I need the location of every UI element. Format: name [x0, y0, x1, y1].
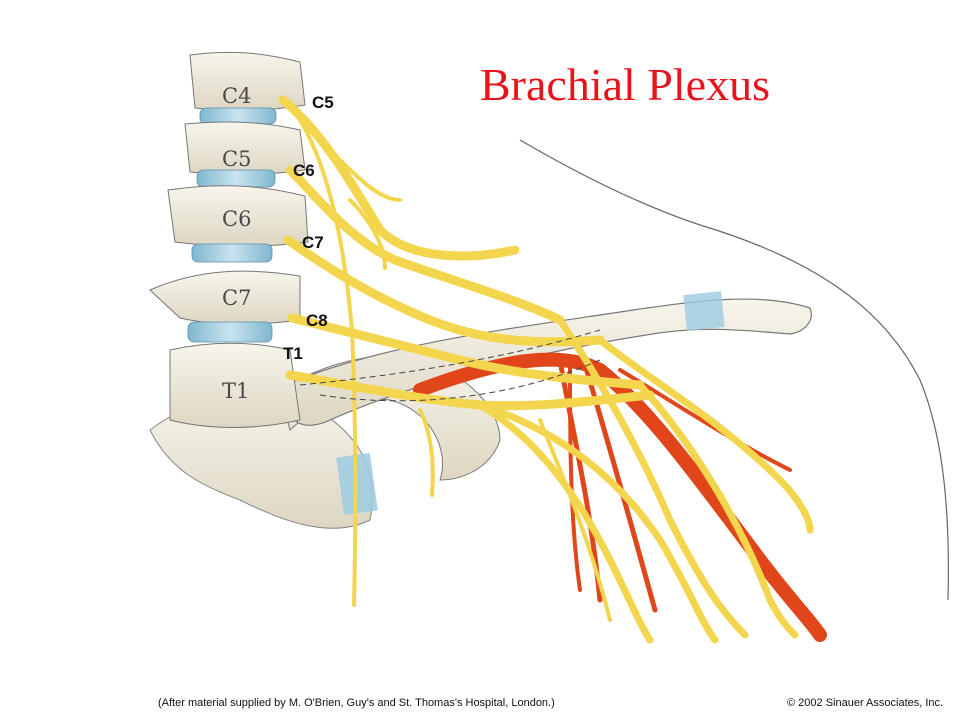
vertebra-label-c4: C4: [222, 84, 251, 108]
source-credit: (After material supplied by M. O'Brien, …: [158, 697, 555, 709]
nerve-root-label-c6: C6: [293, 161, 315, 180]
brachial-plexus-nerves: [278, 95, 814, 644]
vertebra-label-t1: T1: [222, 379, 249, 403]
nerve-root-label-c7: C7: [302, 233, 324, 252]
vertebra-label-c7: C7: [222, 286, 251, 310]
page-title: Brachial Plexus: [480, 59, 770, 110]
nerve-root-label-c8: C8: [306, 311, 328, 330]
copyright-notice: © 2002 Sinauer Associates, Inc.: [787, 697, 944, 709]
clavicle: [284, 298, 812, 426]
shoulder-outline: [519, 139, 949, 601]
vertebra-label-c6: C6: [222, 207, 251, 231]
hidden-contours: [299, 329, 601, 402]
nerve-root-label-t1: T1: [283, 344, 303, 363]
nerve-root-label-c5: C5: [312, 93, 334, 112]
vertebral-column: [149, 51, 309, 428]
vertebra-label-c5: C5: [222, 147, 251, 171]
clavicle-cartilage: [683, 291, 725, 331]
